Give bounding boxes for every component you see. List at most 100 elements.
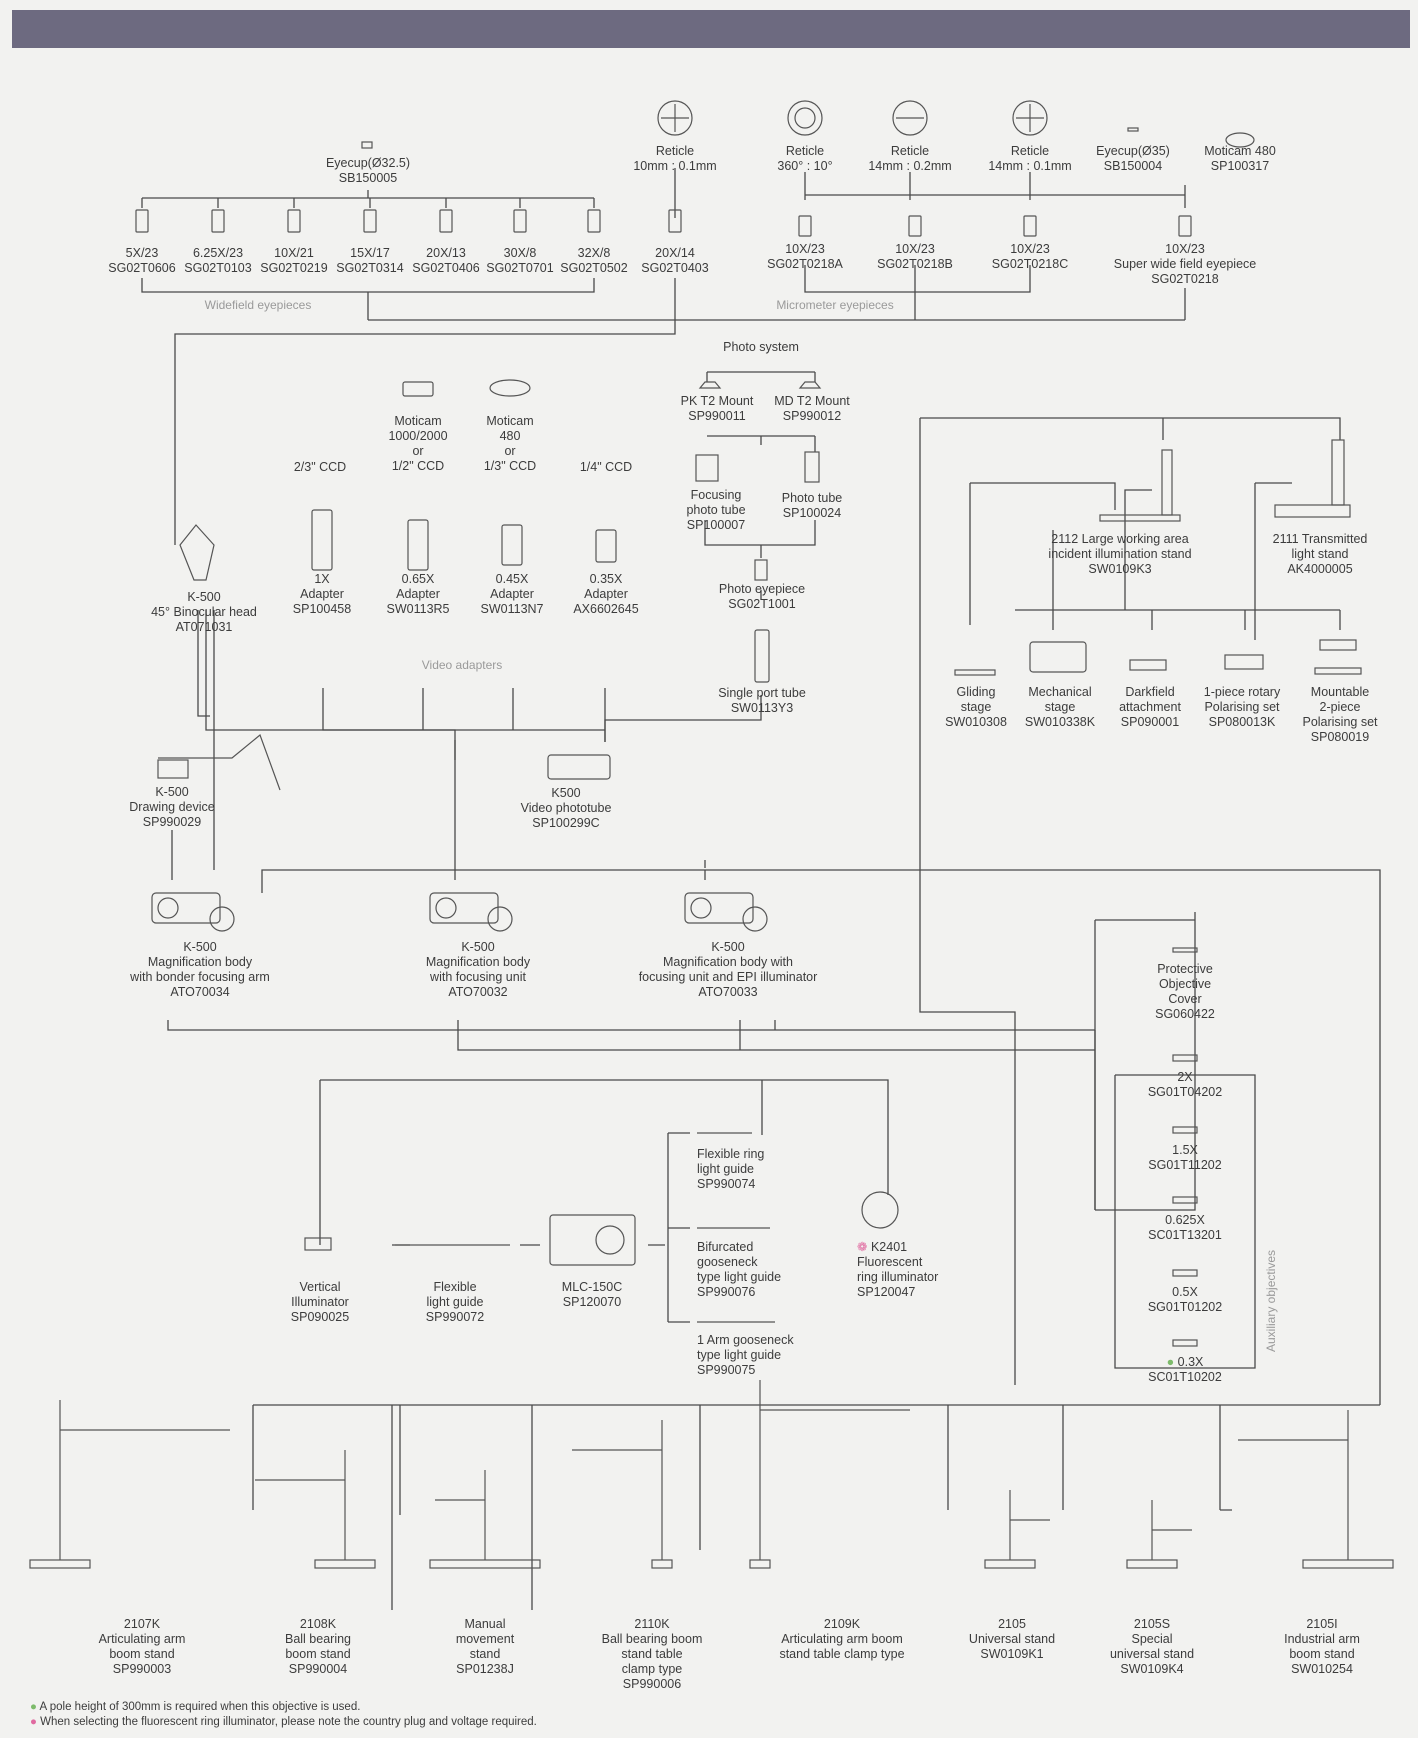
eyepiece-icon — [908, 215, 922, 237]
footnotes: ● A pole height of 300mm is required whe… — [30, 1700, 537, 1730]
table-clamp-stand-icon — [749, 1559, 771, 1569]
stand-pillar-icon — [1161, 449, 1173, 516]
polariser-icon — [1224, 654, 1264, 670]
t2-mount-icon — [698, 381, 722, 389]
drawing-device-icon — [157, 759, 189, 779]
reticle-icon — [657, 100, 693, 136]
vertical-illuminator-icon — [304, 1237, 332, 1251]
magnification-body-icon — [690, 897, 712, 919]
stand-base-icon — [1099, 514, 1181, 522]
darkfield-icon — [1129, 659, 1167, 671]
eyepiece-icon — [287, 209, 301, 233]
eyepiece-icon — [798, 215, 812, 237]
eyepiece-icon — [668, 209, 682, 233]
video-adapter-icon — [501, 524, 523, 566]
eyepiece-icon — [513, 209, 527, 233]
green-bullet-icon: ● — [30, 1701, 37, 1713]
video-adapter-icon — [407, 519, 429, 571]
aux-group-label: Auxiliary objectives — [1264, 1249, 1278, 1352]
footnote-ring-illuminator: ● When selecting the fluorescent ring il… — [30, 1716, 537, 1728]
micrometer-group-label: Micrometer eyepieces — [776, 298, 894, 312]
magnification-body-icon — [429, 892, 499, 924]
eyepiece-icon — [1023, 215, 1037, 237]
manual-stand-icon — [429, 1559, 541, 1569]
eyepiece-icon — [363, 209, 377, 233]
eyepiece-icon — [211, 209, 225, 233]
eyepiece-icon — [135, 209, 149, 233]
reticle-dial-icon — [794, 107, 816, 129]
articulating-boom-stand-icon — [29, 1559, 91, 1569]
objective-lens-icon — [1172, 1126, 1198, 1134]
photo-tube-icon — [804, 451, 820, 483]
objective-lens-icon — [1172, 1196, 1198, 1204]
green-marker-icon: ● — [1166, 1355, 1175, 1369]
focusing-knob-icon — [742, 906, 768, 932]
table-clamp-stand-icon — [651, 1559, 673, 1569]
stand-base-icon — [1274, 504, 1351, 518]
magnification-body-icon — [151, 892, 221, 924]
photo-eyepiece-icon — [754, 559, 768, 581]
video-adapter-icon — [311, 509, 333, 571]
eyecup-35-label: Eyecup(Ø35)SB150004 — [1096, 144, 1170, 173]
objective-lens-icon — [1172, 1269, 1198, 1277]
magnification-body-icon — [157, 897, 179, 919]
reticle-icon — [892, 100, 928, 136]
t2-mount-icon — [798, 381, 822, 389]
binocular-head-icon — [179, 524, 215, 581]
eyepiece-icon — [1178, 215, 1192, 237]
magnification-body-icon — [684, 892, 754, 924]
eyepiece-icon — [439, 209, 453, 233]
video-phototube-icon — [547, 754, 611, 780]
focusing-tube-icon — [695, 454, 719, 482]
stand-pillar-icon — [1331, 439, 1345, 506]
moticam-camera-icon — [402, 381, 434, 397]
eyecup-32-label: Eyecup(Ø32.5)SB150005 — [325, 156, 411, 185]
magnification-body-icon — [435, 897, 457, 919]
polariser-icon — [1319, 639, 1357, 651]
